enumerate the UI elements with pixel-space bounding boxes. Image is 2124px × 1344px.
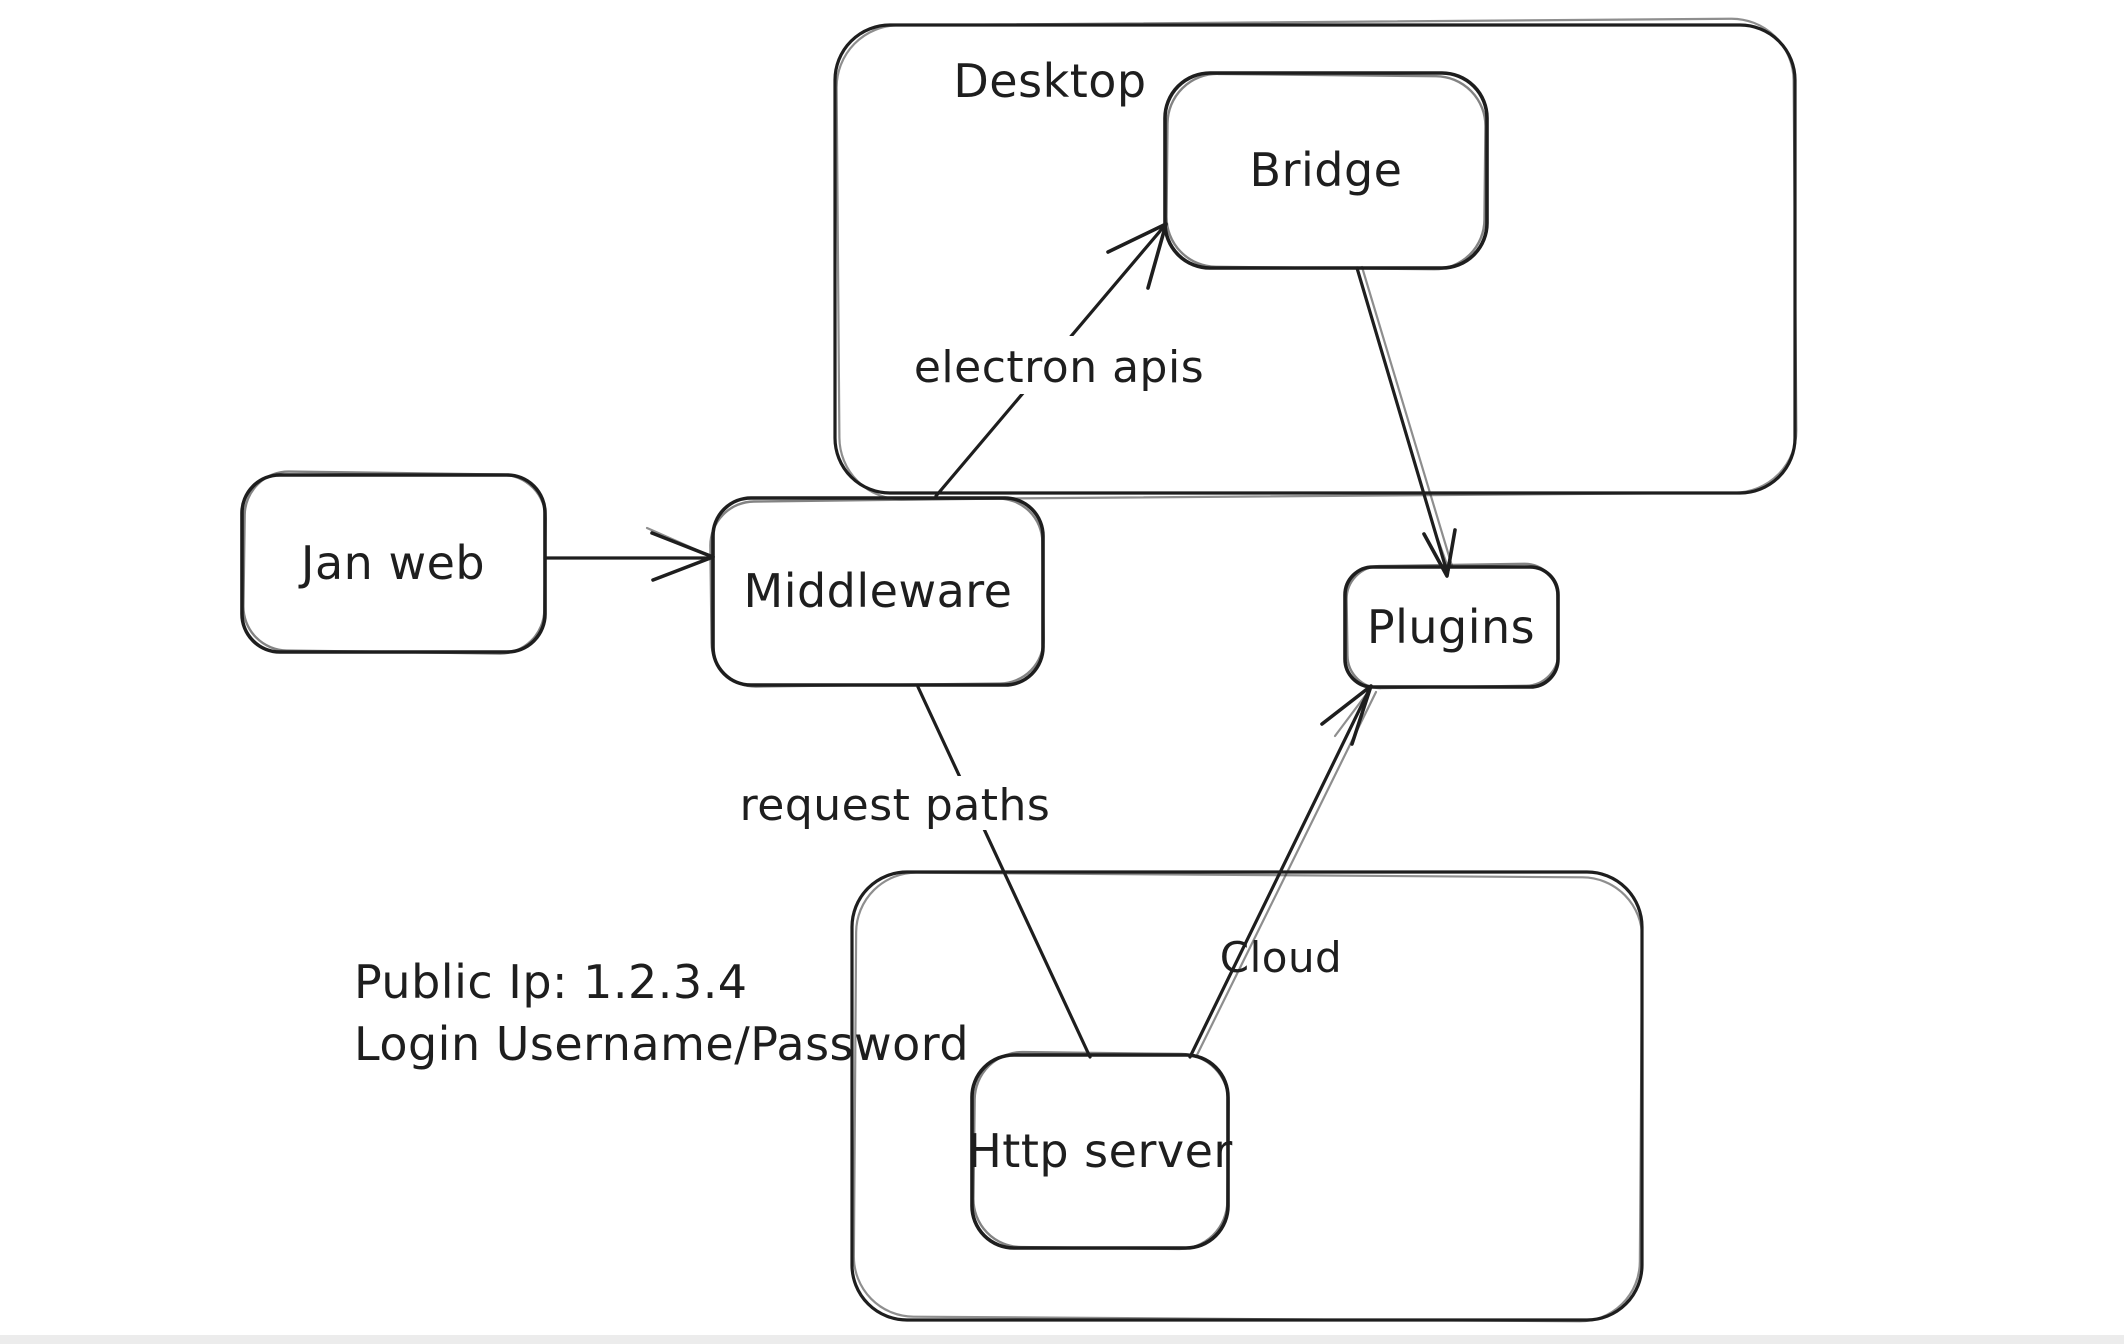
edge-middleware-to-http-server [916,685,1092,1059]
middleware-node-label: Middleware [744,564,1013,618]
cloud-container-label: Cloud [1220,933,1342,982]
edge-label-mask [744,776,1048,830]
http-server-node-box-echo [972,1050,1230,1251]
edge-line [1188,684,1373,1059]
edge-jan-web-to-middleware [543,526,715,582]
edge-label-text: electron apis [914,342,1204,393]
cloud-container-outline-echo [852,871,1644,1323]
annotation-login: Login Username/Password [354,1017,969,1071]
middleware-node-box-echo [709,497,1045,688]
arrowhead-echo [645,526,708,556]
plugins-node [1343,562,1560,690]
edge-line-echo [1100,230,1162,302]
jan-web-node [240,470,547,655]
arrowhead-echo [1333,690,1370,738]
arrowhead-right-icon [650,531,715,582]
jan-web-node-box-echo [242,470,547,655]
cloud-container [850,870,1644,1323]
edge-label-electron-apis: electron apis [914,336,1204,394]
middleware-node [709,496,1045,688]
arrowhead-up-right-icon [1320,684,1373,746]
http-server-node [970,1050,1230,1251]
arrowhead-down-icon [1422,528,1457,578]
jan-web-node-label: Jan web [298,536,485,590]
edge-label-request-paths: request paths [740,776,1051,831]
edge-line [916,685,1092,1059]
edge-label-text: request paths [740,780,1051,831]
edge-line-echo [1194,690,1378,1059]
arrowhead-up-right-icon [1106,222,1168,290]
edge-http-server-to-plugins [1188,684,1378,1059]
desktop-container-outline-echo [835,17,1798,501]
edge-line [1355,266,1449,574]
edge-line-echo [1360,265,1454,568]
edge-bridge-to-plugins [1355,265,1457,578]
bridge-node [1163,71,1489,271]
plugins-node-label: Plugins [1367,600,1535,654]
bridge-node-label: Bridge [1250,143,1403,197]
edge-label-mask [914,336,1204,394]
arrowhead-echo [1431,524,1451,572]
desktop-container-label: Desktop [953,54,1146,108]
desktop-container [833,17,1798,501]
http-server-node-label: Http server [967,1124,1233,1178]
bridge-node-box-echo [1165,72,1487,271]
annotation-public-ip: Public Ip: 1.2.3.4 [354,955,748,1009]
canvas-bottom-edge [0,1335,2124,1344]
